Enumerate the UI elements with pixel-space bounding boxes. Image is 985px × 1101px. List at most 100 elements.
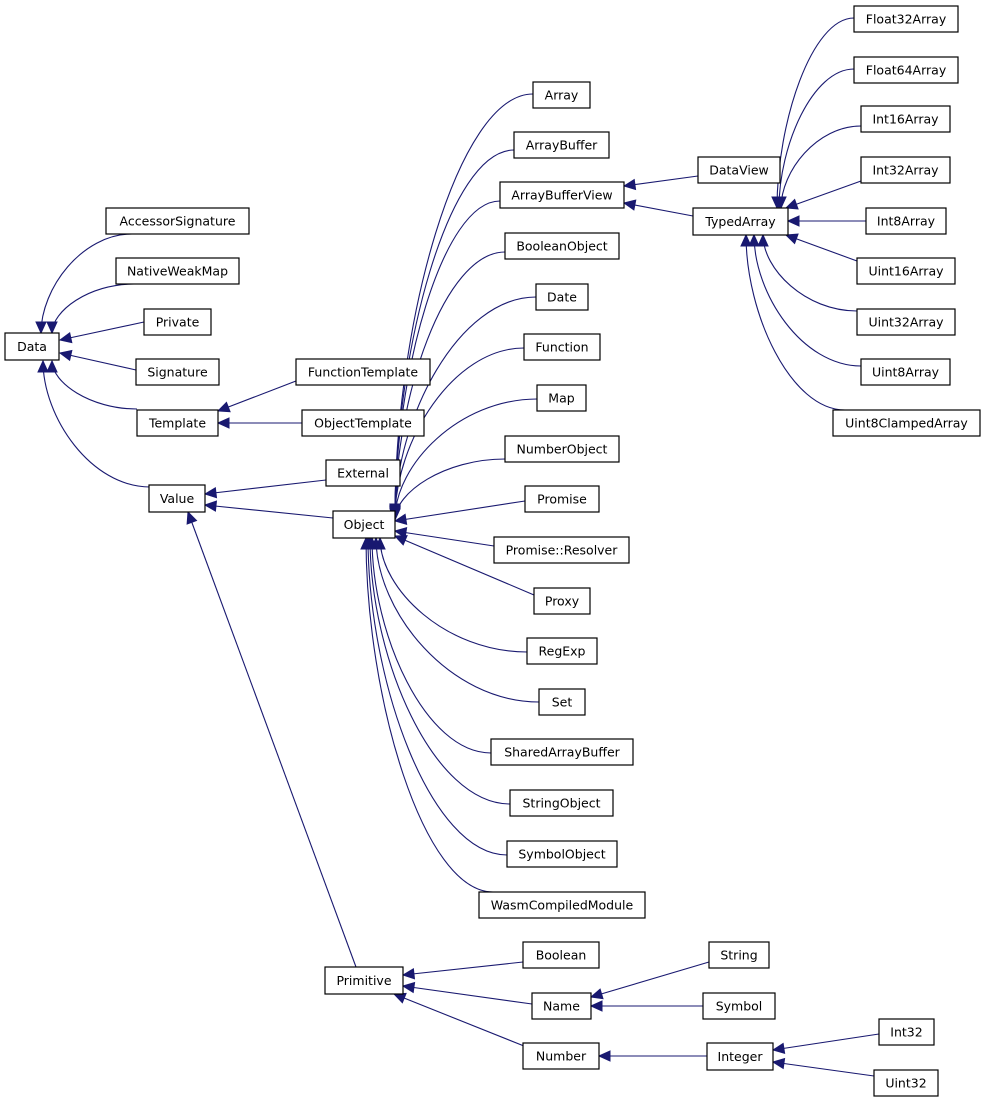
class-node-array-buffer-view[interactable]: ArrayBufferView	[499, 181, 625, 209]
node-box	[531, 992, 592, 1020]
node-label: DataView	[709, 163, 769, 178]
edge-line	[204, 479, 327, 495]
class-node-native-weak-map[interactable]: NativeWeakMap	[115, 257, 240, 285]
edge-line	[59, 321, 145, 341]
edge-number-to-primitive	[392, 992, 525, 1047]
node-label: NumberObject	[517, 442, 608, 457]
class-node-set[interactable]: Set	[538, 688, 586, 716]
class-node-boolean[interactable]: Boolean	[522, 941, 600, 969]
edge-wasm-compiled-module-to-object	[360, 536, 494, 893]
class-node-int8-array[interactable]: Int8Array	[865, 207, 947, 235]
class-node-uint32-array[interactable]: Uint32Array	[856, 308, 956, 336]
class-node-array-buffer[interactable]: ArrayBuffer	[513, 131, 610, 159]
class-node-int16-array[interactable]: Int16Array	[860, 105, 951, 133]
class-node-promise-resolver[interactable]: Promise::Resolver	[493, 536, 630, 564]
inheritance-arrowhead	[401, 968, 416, 980]
class-node-float32-array[interactable]: Float32Array	[853, 5, 959, 33]
class-node-array[interactable]: Array	[532, 81, 591, 109]
class-node-reg-exp[interactable]: RegExp	[526, 637, 598, 665]
node-box	[506, 840, 618, 868]
class-node-template[interactable]: Template	[136, 409, 219, 437]
edge-line	[402, 985, 533, 1005]
edge-line	[785, 234, 858, 262]
edge-line	[745, 234, 846, 411]
edge-string-to-name	[589, 961, 710, 1000]
class-node-object[interactable]: Object	[332, 510, 396, 539]
node-label: Uint32	[885, 1076, 926, 1091]
node-label: Int16Array	[872, 112, 939, 127]
class-node-symbol-object[interactable]: SymbolObject	[506, 840, 618, 868]
class-node-date[interactable]: Date	[535, 283, 589, 311]
node-box	[490, 738, 634, 766]
class-node-promise[interactable]: Promise	[524, 485, 600, 513]
class-node-function[interactable]: Function	[523, 333, 601, 361]
edge-line	[394, 296, 537, 519]
node-box	[115, 257, 240, 285]
node-box	[538, 688, 586, 716]
class-node-map[interactable]: Map	[536, 384, 587, 412]
class-node-function-template[interactable]: FunctionTemplate	[295, 358, 431, 386]
node-label: RegExp	[539, 644, 586, 659]
class-node-typed-array[interactable]: TypedArray	[692, 207, 789, 236]
class-node-uint8-array[interactable]: Uint8Array	[860, 358, 951, 386]
edge-symbol-to-name	[589, 1000, 703, 1012]
class-node-symbol[interactable]: Symbol	[702, 992, 776, 1020]
class-node-float64-array[interactable]: Float64Array	[853, 56, 959, 84]
edge-proxy-to-object	[393, 535, 535, 596]
edge-uint32-array-to-typed-array	[757, 233, 858, 312]
class-node-signature[interactable]: Signature	[135, 358, 220, 386]
edge-float64-array-to-typed-array	[773, 68, 855, 210]
edge-line	[590, 961, 710, 998]
class-node-value[interactable]: Value	[148, 484, 206, 513]
class-node-data[interactable]: Data	[4, 332, 60, 361]
edge-string-object-to-object	[364, 536, 511, 805]
node-label: Uint8ClampedArray	[845, 416, 968, 431]
node-label: ArrayBuffer	[526, 138, 598, 153]
class-node-wasm-compiled-module[interactable]: WasmCompiledModule	[478, 891, 646, 919]
class-node-shared-array-buffer[interactable]: SharedArrayBuffer	[490, 738, 634, 766]
edge-signature-to-data	[58, 349, 137, 371]
class-node-int32-array[interactable]: Int32Array	[860, 156, 951, 184]
class-node-accessor-signature[interactable]: AccessorSignature	[105, 207, 250, 235]
inheritance-arrowhead	[393, 527, 408, 539]
class-node-number[interactable]: Number	[522, 1042, 600, 1070]
inheritance-arrowhead	[771, 1042, 786, 1054]
node-label: Uint16Array	[868, 264, 944, 279]
edge-line	[187, 511, 357, 968]
node-box	[325, 459, 401, 487]
node-label: Float32Array	[866, 12, 947, 27]
class-node-int32[interactable]: Int32	[878, 1018, 935, 1046]
node-label: Integer	[718, 1049, 764, 1064]
inheritance-arrowhead	[622, 178, 637, 191]
class-node-uint16-array[interactable]: Uint16Array	[856, 257, 956, 285]
class-node-object-template[interactable]: ObjectTemplate	[301, 409, 425, 437]
class-node-number-object[interactable]: NumberObject	[504, 435, 620, 463]
node-label: NativeWeakMap	[127, 264, 228, 279]
class-node-external[interactable]: External	[325, 459, 401, 487]
node-label: Number	[536, 1049, 587, 1064]
class-node-uint8-clamped-array[interactable]: Uint8ClampedArray	[832, 409, 981, 437]
edge-shared-array-buffer-to-object	[366, 536, 492, 754]
class-node-primitive[interactable]: Primitive	[324, 966, 404, 995]
class-node-string-object[interactable]: StringObject	[509, 789, 614, 817]
class-node-string[interactable]: String	[708, 941, 770, 969]
node-box	[697, 156, 781, 184]
node-label: Object	[344, 517, 385, 532]
class-node-data-view[interactable]: DataView	[697, 156, 781, 184]
edge-line	[394, 500, 526, 522]
inheritance-arrowhead	[58, 331, 73, 344]
node-box	[526, 637, 598, 665]
node-box	[509, 789, 614, 817]
class-node-proxy[interactable]: Proxy	[533, 587, 591, 615]
class-node-boolean-object[interactable]: BooleanObject	[504, 232, 620, 260]
class-node-uint32[interactable]: Uint32	[873, 1069, 939, 1097]
edge-name-to-primitive	[401, 981, 533, 1005]
node-box	[143, 308, 212, 336]
class-node-private[interactable]: Private	[143, 308, 212, 336]
node-box	[865, 207, 947, 235]
class-node-name[interactable]: Name	[531, 992, 592, 1020]
edge-number-object-to-object	[389, 458, 506, 522]
class-node-integer[interactable]: Integer	[706, 1042, 774, 1071]
node-box	[856, 257, 956, 285]
node-label: TypedArray	[704, 214, 776, 229]
